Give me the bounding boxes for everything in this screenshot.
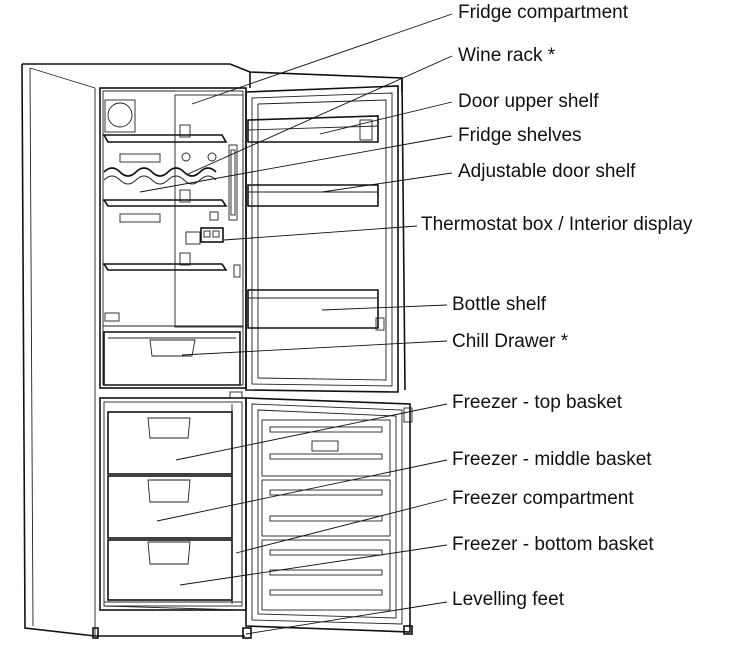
- freezer-bottom-basket: [107, 539, 233, 601]
- levelling-feet: [242, 625, 413, 639]
- freezer-compartment: [99, 391, 247, 611]
- label-thermostat-box: Thermostat box / Interior display: [421, 214, 693, 235]
- door-upper-shelf: [247, 115, 379, 143]
- label-freezer-compartment: Freezer compartment: [452, 488, 634, 509]
- label-fridge-compartment: Fridge compartment: [458, 2, 629, 23]
- fridge-shelves: [102, 124, 243, 327]
- label-door-upper-shelf: Door upper shelf: [458, 91, 599, 112]
- adjustable-door-shelf: [247, 184, 379, 207]
- thermostat-box: [200, 227, 224, 243]
- freezer-middle-basket: [107, 475, 233, 539]
- label-levelling-feet: Levelling feet: [452, 589, 564, 610]
- label-chill-drawer: Chill Drawer *: [452, 331, 569, 352]
- label-freezer-top-basket: Freezer - top basket: [452, 392, 623, 413]
- fridge-compartment: [99, 87, 247, 389]
- bottle-shelf: [247, 289, 385, 331]
- leader-lines: [139, 13, 453, 635]
- fridge-door: [245, 85, 399, 393]
- label-freezer-middle-basket: Freezer - middle basket: [452, 449, 652, 470]
- label-bottle-shelf: Bottle shelf: [452, 294, 546, 315]
- chill-drawer: [103, 331, 241, 386]
- freezer-top-basket: [107, 411, 233, 475]
- label-freezer-bottom-basket: Freezer - bottom basket: [452, 534, 654, 555]
- label-fridge-shelves: Fridge shelves: [458, 125, 582, 146]
- freezer-door: [245, 397, 413, 633]
- label-adjustable-door-shelf: Adjustable door shelf: [458, 161, 636, 182]
- cabinet-body: [21, 63, 406, 639]
- label-wine-rack: Wine rack *: [458, 45, 556, 66]
